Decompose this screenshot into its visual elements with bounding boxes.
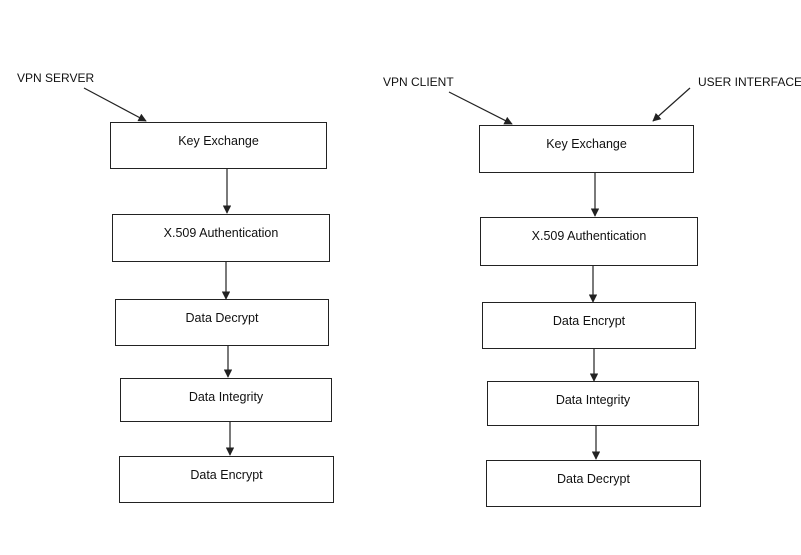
server-step-key-exchange: Key Exchange [110,122,327,169]
client-step-key-exchange: Key Exchange [479,125,694,173]
client-step-x509-authentication: X.509 Authentication [480,217,698,266]
client-step-data-encrypt: Data Encrypt [482,302,696,349]
server-step-data-encrypt: Data Encrypt [119,456,334,503]
client-step-data-decrypt: Data Decrypt [486,460,701,507]
vpn-client-label: VPN CLIENT [383,75,454,89]
vpn-server-pointer-arrow [83,87,147,122]
client-step-data-integrity: Data Integrity [487,381,699,426]
user-interface-label: USER INTERFACE [698,75,801,89]
vpn-client-pointer-arrow [448,91,513,125]
server-step-data-decrypt: Data Decrypt [115,299,329,346]
vpn-server-label: VPN SERVER [17,71,95,85]
user-interface-pointer-arrow [652,87,691,122]
server-step-data-integrity: Data Integrity [120,378,332,422]
server-step-x509-authentication: X.509 Authentication [112,214,330,262]
